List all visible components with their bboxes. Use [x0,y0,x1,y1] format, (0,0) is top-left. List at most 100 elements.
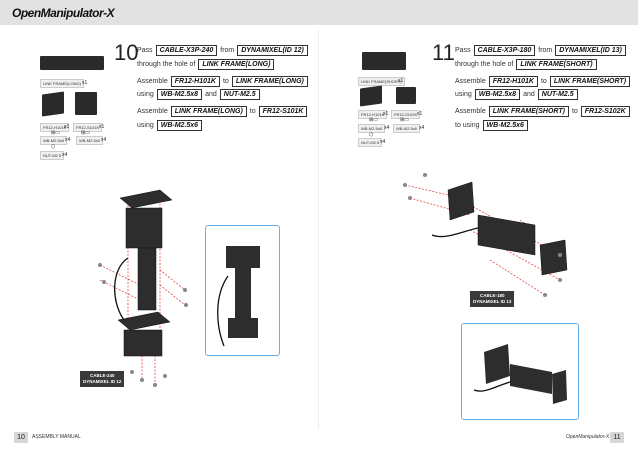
instruction-text: Assemble [455,108,486,115]
part-tag: CABLE-X3P-180 [473,45,536,56]
link-frame-short-image [362,52,406,70]
instruction-text: and [523,91,535,98]
part-qty: x4 [65,137,71,143]
part-qty: x1 [417,111,423,117]
footer-label-left: ASSEMBLY MANUAL [32,434,81,440]
instruction-right-1: Pass CABLE-X3P-180 from DYNAMIXEL(ID 13) [455,45,626,56]
part-tag: LINK FRAME(LONG) [198,59,275,70]
part-tag: NUT-M2.5 [219,89,260,100]
callout-line: DYNAMIXEL ID 12 [83,379,122,384]
instruction-text: from [538,47,553,54]
part-label-wb-m2-5x8: WB-M2.5x8 [40,136,67,145]
part-tag: DYNAMIXEL(ID 12) [237,45,308,56]
part-label-wb-m2-5x8: WB-M2.5x8 [358,124,385,133]
callout-line: CABLE-180 [479,293,505,298]
nut-icon: ⬡ [369,132,374,138]
part-tag: WB-M2.5x6 [156,120,203,131]
instruction-right-4: using WB-M2.5x8 and NUT-M2.5 [455,89,578,100]
instruction-text: to [222,78,229,85]
part-tag: FR12-S102K [580,106,630,117]
page-number-left: 10 [14,432,28,443]
part-tag: CABLE-X3P-240 [155,45,218,56]
instruction-text: to [540,78,547,85]
instruction-text: using [137,91,154,98]
part-label-wb-m2-5x6: WB-M2.5x6 [393,124,420,133]
screw-icon: ⊞▭ [369,117,378,123]
part-label-wb-m2-5x6: WB-M2.5x6 [76,136,103,145]
part-label-fr12-h101k: FR12-H101K [40,123,70,132]
part-label-nut-m2-5: NUT-M2.5 [358,138,383,147]
step-number-left: 10 [114,40,139,65]
instruction-text: using [455,91,472,98]
part-tag: LINK FRAME(SHORT) [488,106,569,117]
instruction-left-1: Pass CABLE-X3P-240 from DYNAMIXEL(ID 12) [137,45,308,56]
callout-line: DYNAMIXEL ID 13 [473,299,512,304]
part-tag: WB-M2.5x8 [156,89,203,100]
footer-label-right: OpenManipulator-X [566,434,610,440]
nut-icon: ⬡ [51,144,56,150]
part-qty: x4 [101,137,107,143]
part-tag: WB-M2.5x6 [482,120,528,131]
part-label-link-frame-long: LINK FRAME(LONG) [40,79,85,88]
screw-icon: ⊞▭ [400,117,409,123]
page-divider [318,30,319,430]
part-qty: x4 [419,125,425,131]
part-qty: x1 [64,124,70,130]
instruction-left-4: using WB-M2.5x8 and NUT-M2.5 [137,89,260,100]
cable-callout-right: CABLE-180 DYNAMIXEL ID 13 [470,291,515,307]
instruction-text: to [249,108,256,115]
instruction-text: Assemble [137,108,168,115]
part-tag: LINK FRAME(LONG) [231,76,308,87]
part-tag: LINK FRAME(SHORT) [516,59,597,70]
link-frame-long-image [40,56,104,70]
instruction-right-6: to using WB-M2.5x6 [455,120,528,131]
step-number-right: 11 [432,40,455,65]
part-label-fr12-h101k: FR12-H101K [358,110,388,119]
detail-assembly-right [473,344,567,404]
instruction-left-6: using WB-M2.5x6 [137,120,203,131]
instruction-text: through the hole of [137,61,196,68]
part-label-fr12-s102k: FR12-S102K [391,110,421,119]
screw-icon: ⊞▭ [81,130,90,136]
part-label-nut-m2-5: NUT-M2.5 [40,151,65,160]
instruction-right-3: Assemble FR12-H101K to LINK FRAME(SHORT) [455,76,631,87]
part-label-fr12-s101k: FR12-S101K [73,123,103,132]
part-tag: WB-M2.5x8 [474,89,521,100]
instruction-text: from [220,47,235,54]
part-qty: x4 [62,152,68,158]
instruction-text: Pass [137,47,153,54]
part-tag: LINK FRAME(LONG) [170,106,247,117]
instruction-text: using [137,122,154,129]
screw-icon: ⊞▭ [51,130,60,136]
detail-inset-right [461,323,579,420]
instruction-text: Assemble [137,78,168,85]
instruction-left-5: Assemble LINK FRAME(LONG) to FR12-S101K [137,106,308,117]
instruction-left-3: Assemble FR12-H101K to LINK FRAME(LONG) [137,76,308,87]
instruction-right-5: Assemble LINK FRAME(SHORT) to FR12-S102K [455,106,630,117]
part-tag: NUT-M2.5 [537,89,578,100]
part-tag: FR12-H101K [488,76,538,87]
part-qty: x1 [82,80,88,86]
page-number-right: 11 [610,432,624,443]
instruction-text: Pass [455,47,471,54]
fr12-s101k-image [75,92,97,115]
detail-assembly-left [217,246,260,347]
brand-title: OpenManipulator-X [12,6,115,20]
instruction-left-2: through the hole of LINK FRAME(LONG) [137,59,275,70]
part-qty: x1 [383,111,389,117]
detail-inset-left [205,225,280,356]
callout-line: CABLE-240 [89,373,115,378]
part-tag: FR12-S101K [258,106,308,117]
instruction-text: to using [455,122,480,129]
instruction-text: through the hole of [455,61,514,68]
fr12-s102k-image [396,87,416,104]
part-qty: x4 [380,139,386,145]
cable-callout-left: CABLE-240 DYNAMIXEL ID 12 [80,371,125,387]
part-tag: LINK FRAME(SHORT) [549,76,631,87]
part-qty: x1 [99,124,105,130]
part-tag: DYNAMIXEL(ID 13) [555,45,626,56]
instruction-text: and [205,91,217,98]
instruction-right-2: through the hole of LINK FRAME(SHORT) [455,59,597,70]
